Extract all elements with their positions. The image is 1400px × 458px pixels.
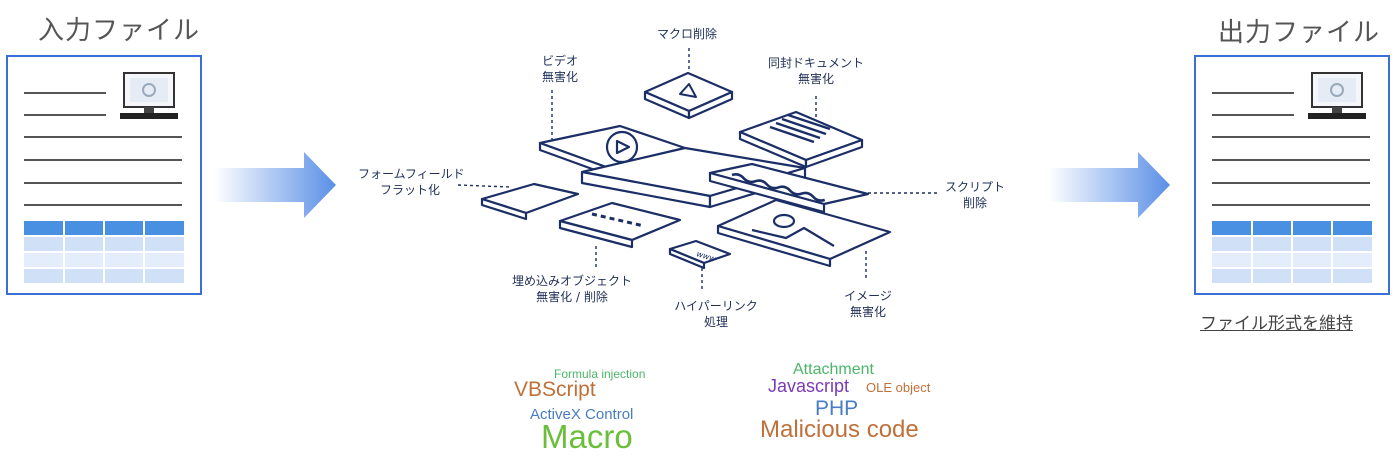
output-file-title: 出力ファイル: [1218, 18, 1381, 48]
label-embedded-object: 埋め込みオブジェクト無害化 / 削除: [511, 274, 632, 304]
label-hyperlink: ハイパーリンク処理: [674, 299, 758, 329]
input-document: [6, 55, 202, 295]
image-plate: [716, 198, 892, 268]
input-arrow-icon: [214, 152, 336, 218]
form-field-plate: [480, 182, 580, 221]
computer-icon: [1308, 72, 1366, 119]
word-attachment: Attachment: [793, 361, 874, 378]
label-video-sanitize: ビデオ無害化: [541, 54, 578, 84]
word-vbscript: VBScript: [514, 378, 596, 401]
word-formula-injection: Formula injection: [554, 367, 646, 381]
label-attached-doc: 同封ドキュメント無害化: [767, 56, 864, 86]
label-form-field: フォームフィールドフラット化: [358, 167, 465, 197]
word-malicious-code: Malicious code: [760, 416, 919, 443]
video-plate: [538, 124, 687, 176]
label-macro-removal: マクロ削除: [657, 27, 718, 41]
output-document: [1194, 55, 1390, 295]
output-document-graphic: [1212, 72, 1372, 283]
label-image-sanitize: イメージ無害化: [844, 289, 892, 319]
attached-doc-plate: [738, 110, 864, 169]
word-php: PHP: [815, 397, 859, 420]
script-plate: [708, 162, 870, 214]
macro-plate: [643, 71, 734, 120]
word-activex-control: ActiveX Control: [530, 406, 634, 423]
word-ole-object: OLE object: [866, 380, 931, 395]
word-javascript: Javascript: [768, 376, 850, 396]
computer-icon: [120, 72, 178, 119]
word-macro: Macro: [541, 418, 633, 455]
input-document-graphic: [24, 72, 184, 283]
label-script-removal: スクリプト削除: [944, 180, 1005, 210]
output-arrow-icon: [1048, 152, 1170, 218]
hyperlink-plate: [668, 239, 732, 270]
keep-format-caption: ファイル形式を維持: [1200, 314, 1353, 334]
cdr-exploded-diagram: www: [457, 48, 938, 290]
input-file-title: 入力ファイル: [38, 16, 201, 46]
embedded-object-plate: [558, 201, 682, 249]
